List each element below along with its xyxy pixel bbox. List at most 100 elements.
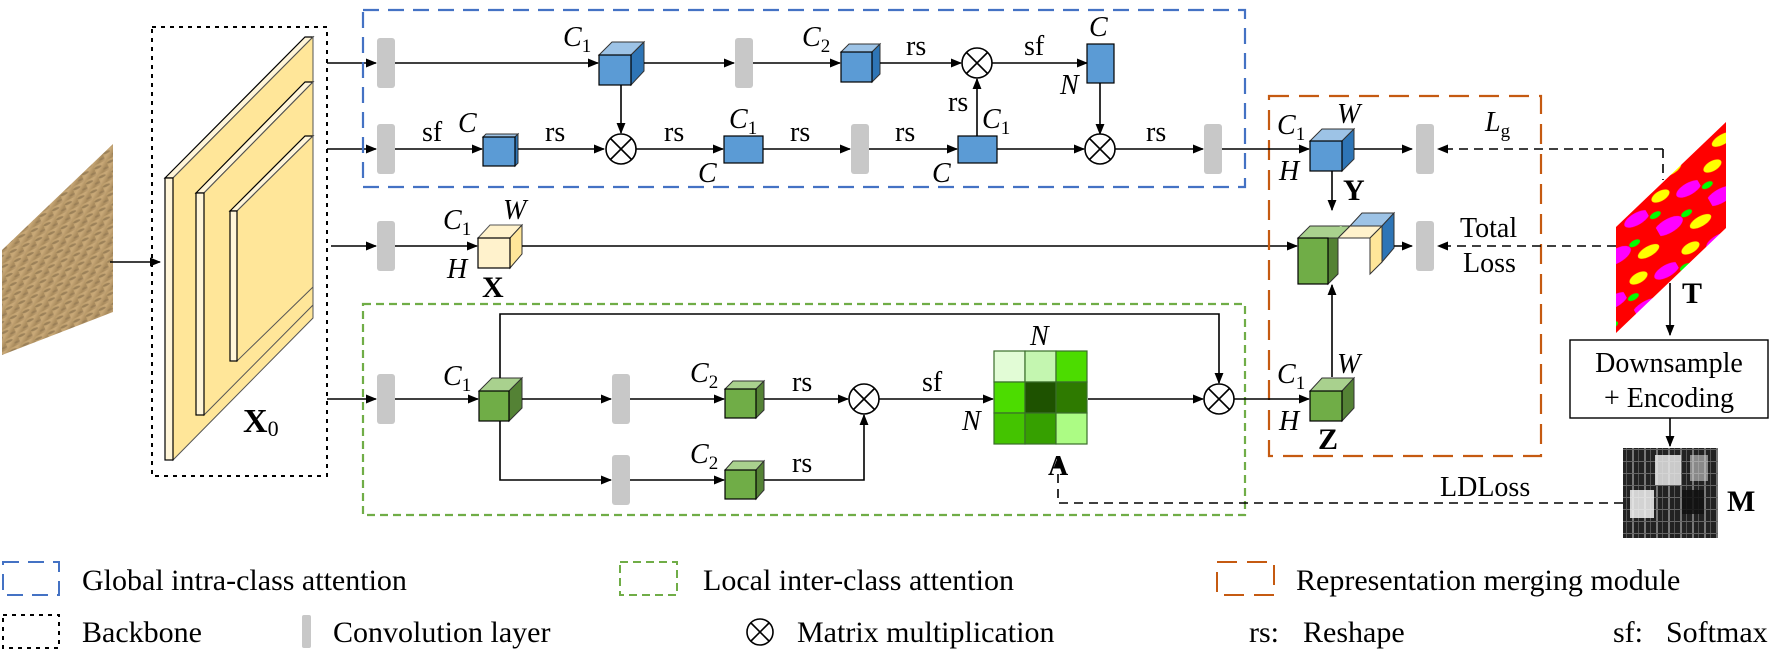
conv-layer bbox=[1204, 124, 1222, 174]
legend-rs-value: Reshape bbox=[1303, 616, 1405, 649]
global-attention-border bbox=[361, 8, 1247, 189]
matmul-icon bbox=[1203, 383, 1235, 415]
label-c: C bbox=[458, 108, 477, 139]
label-h: H bbox=[446, 254, 469, 285]
concatenated-feature-cube bbox=[1296, 211, 1396, 286]
label-n: N bbox=[1059, 70, 1080, 101]
feature-cube-x bbox=[476, 223, 524, 270]
matrix-cell bbox=[993, 381, 1026, 414]
matmul-icon bbox=[848, 383, 880, 415]
total-loss-label: Loss bbox=[1463, 248, 1516, 279]
legend-backbone-label: Backbone bbox=[82, 616, 202, 649]
legend-local-swatch bbox=[619, 561, 678, 596]
op-reshape: rs bbox=[545, 117, 565, 148]
label-c: C bbox=[1089, 12, 1108, 43]
merging-module-border bbox=[1267, 94, 1543, 458]
feature-cube-c2 bbox=[839, 42, 882, 84]
conv-layer bbox=[377, 374, 395, 424]
representation-merging-module: C1 W H Y C1 W H Z bbox=[1222, 94, 1543, 458]
legend-local-label: Local inter-class attention bbox=[703, 564, 1014, 597]
op-reshape: rs bbox=[664, 117, 684, 148]
matrix-cell bbox=[1055, 412, 1088, 445]
label-c1: C1 bbox=[563, 22, 591, 57]
op-reshape: rs bbox=[792, 367, 812, 398]
label-c: C bbox=[698, 158, 717, 189]
label-y: Y bbox=[1343, 174, 1365, 207]
op-softmax: sf bbox=[922, 367, 943, 398]
label-c1: C1 bbox=[443, 205, 471, 240]
label-c1: C1 bbox=[1277, 359, 1305, 394]
label-w: W bbox=[1337, 99, 1363, 130]
label-c1: C1 bbox=[982, 104, 1010, 139]
feature-cube-c2-green bbox=[723, 459, 766, 501]
feature-cube-c1-green bbox=[477, 376, 524, 423]
legend-global-swatch bbox=[2, 561, 60, 596]
label-distribution-matrix-m bbox=[1623, 448, 1718, 538]
label-w: W bbox=[503, 195, 529, 226]
feature-map-c1-c bbox=[957, 135, 998, 164]
input-image bbox=[2, 144, 113, 355]
label-t: T bbox=[1682, 277, 1702, 310]
label-n: N bbox=[1029, 321, 1050, 352]
conv-layer bbox=[377, 221, 395, 271]
matmul-icon bbox=[605, 133, 637, 165]
backbone-border bbox=[151, 26, 328, 477]
downsample-label: Downsample bbox=[1595, 348, 1743, 379]
legend-backbone-swatch bbox=[2, 614, 60, 649]
label-h: H bbox=[1278, 406, 1301, 437]
attention-matrix-a bbox=[993, 350, 1088, 445]
label-w: W bbox=[1337, 349, 1363, 380]
feature-cube-c bbox=[481, 132, 520, 168]
feature-map-c1-c bbox=[723, 135, 764, 164]
op-reshape: rs bbox=[895, 117, 915, 148]
matrix-cell bbox=[1055, 350, 1088, 383]
local-inter-class-attention-module: C1 C2 rs C2 rs sf N N bbox=[361, 302, 1247, 517]
feature-cube-c1 bbox=[597, 40, 646, 87]
conv-layer bbox=[851, 124, 869, 174]
legend-sf-key: sf: bbox=[1613, 616, 1643, 649]
feature-cube-y bbox=[1308, 127, 1356, 173]
op-reshape: rs bbox=[906, 31, 926, 62]
label-c: C bbox=[932, 158, 951, 189]
label-n: N bbox=[961, 406, 982, 437]
attention-map-cn bbox=[1086, 43, 1115, 84]
downsample-encoding-box: Downsample + Encoding bbox=[1569, 339, 1769, 419]
matmul-icon bbox=[746, 618, 774, 646]
op-softmax: sf bbox=[422, 117, 443, 148]
op-reshape: rs bbox=[792, 448, 812, 479]
matrix-cell bbox=[1055, 381, 1088, 414]
matrix-cell bbox=[1024, 412, 1057, 445]
loss-lg-label: Lg bbox=[1484, 107, 1511, 142]
backbone-output-label: X0 bbox=[243, 403, 279, 441]
global-intra-class-attention-module: C1 C2 rs sf C N sf C rs bbox=[361, 8, 1247, 189]
legend-matmul-label: Matrix multiplication bbox=[797, 616, 1054, 649]
label-c1: C1 bbox=[443, 361, 471, 396]
legend-conv-swatch bbox=[302, 615, 311, 648]
op-reshape: rs bbox=[948, 87, 968, 118]
legend-merging-label: Representation merging module bbox=[1296, 564, 1680, 597]
legend: Global intra-class attention Local inter… bbox=[2, 561, 1768, 649]
legend-conv-label: Convolution layer bbox=[333, 616, 550, 649]
conv-layer bbox=[1416, 221, 1434, 271]
conv-layer bbox=[612, 455, 630, 505]
label-m: M bbox=[1727, 485, 1755, 518]
label-c1: C1 bbox=[729, 104, 757, 139]
label-c2: C2 bbox=[690, 358, 718, 393]
op-reshape: rs bbox=[790, 117, 810, 148]
label-z: Z bbox=[1318, 423, 1338, 456]
ldloss-label: LDLoss bbox=[1440, 472, 1530, 503]
label-c2: C2 bbox=[802, 22, 830, 57]
legend-sf-value: Softmax bbox=[1666, 616, 1768, 649]
label-c1: C1 bbox=[1277, 110, 1305, 145]
feature-cube-z bbox=[1308, 376, 1356, 423]
conv-layer bbox=[377, 124, 395, 174]
legend-merging-swatch bbox=[1216, 561, 1275, 596]
matrix-cell bbox=[1024, 350, 1057, 383]
op-reshape: rs bbox=[1146, 117, 1166, 148]
label-h: H bbox=[1278, 156, 1301, 187]
label-c2: C2 bbox=[690, 439, 718, 474]
legend-rs-key: rs: bbox=[1249, 616, 1279, 649]
legend-global-label: Global intra-class attention bbox=[82, 564, 407, 597]
conv-layer bbox=[377, 38, 395, 88]
